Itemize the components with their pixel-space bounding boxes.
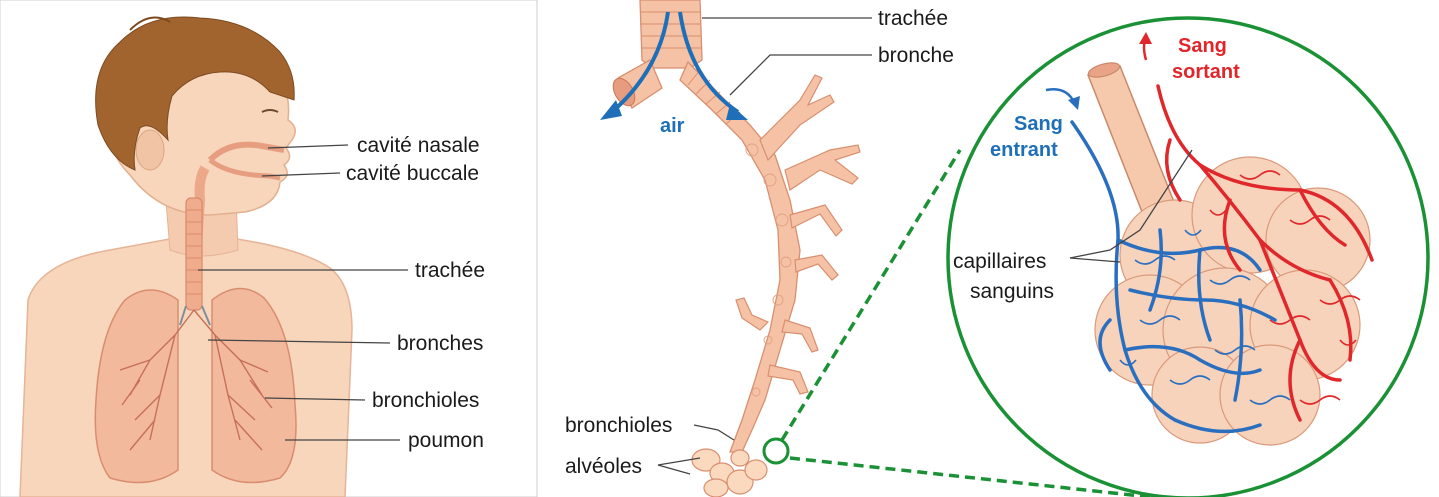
- label-blood-out-line1: Sang: [1178, 35, 1227, 57]
- zoom-marker: [764, 439, 788, 463]
- label-oral-cavity: cavité buccale: [346, 162, 479, 185]
- label-blood-in-line1: Sang: [1014, 113, 1063, 135]
- label-capillaries-line2: sanguins: [970, 280, 1054, 303]
- label-blood-in-line2: entrant: [990, 139, 1058, 161]
- label-trachea-middle: trachée: [878, 7, 948, 30]
- label-air: air: [660, 115, 685, 137]
- label-bronchioles-middle: bronchioles: [565, 414, 672, 437]
- label-trachea-left: trachée: [415, 259, 485, 282]
- label-bronchi: bronches: [397, 332, 483, 355]
- label-bronchus: bronche: [878, 44, 954, 67]
- label-nasal-cavity: cavité nasale: [357, 134, 480, 157]
- label-alveoli: alvéoles: [565, 455, 642, 478]
- label-bronchioles-left: bronchioles: [372, 389, 479, 412]
- label-capillaries-line1: capillaires: [953, 250, 1046, 273]
- label-blood-out-line2: sortant: [1172, 61, 1240, 83]
- air-arrow-left-icon: [600, 100, 622, 120]
- label-lung: poumon: [408, 429, 484, 452]
